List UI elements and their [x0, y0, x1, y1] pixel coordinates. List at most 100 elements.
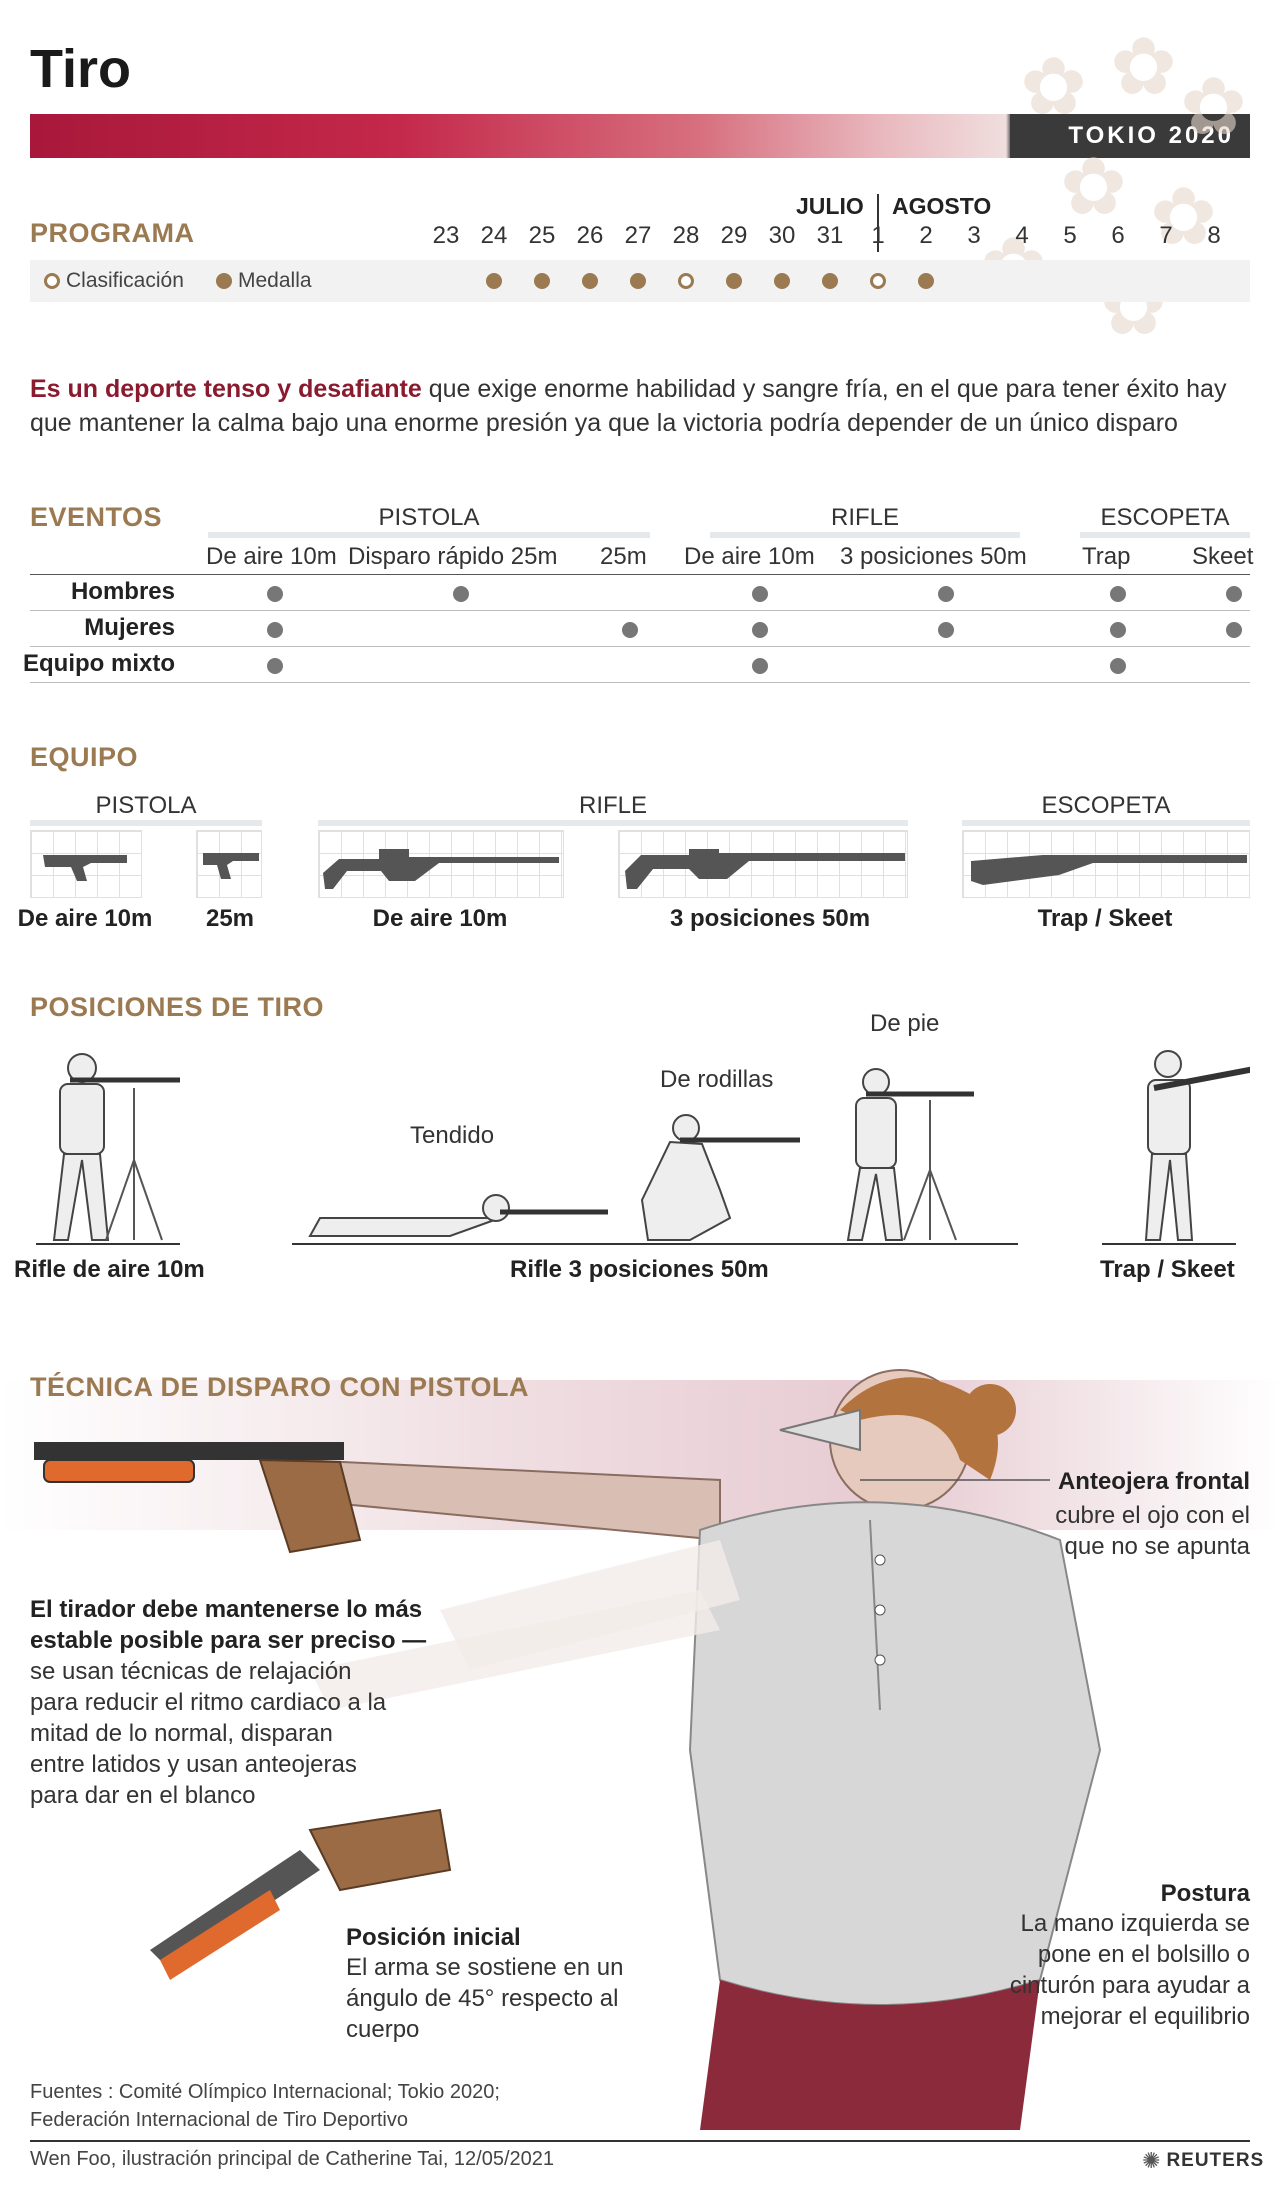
month-july: JULIO — [796, 193, 864, 219]
day-number: 24 — [480, 222, 508, 249]
eventos-category-rifle: RIFLE — [830, 504, 899, 531]
month-divider — [877, 194, 879, 252]
event-dot — [938, 586, 954, 602]
tirador-text: se usan técnicas de relajación para redu… — [30, 1658, 387, 1809]
postura-note: Postura La mano izquierda se pone en el … — [990, 1880, 1250, 2032]
event-col-0: De aire 10m — [206, 543, 337, 570]
event-dot — [752, 658, 768, 674]
posicion-inicial-title: Posición inicial — [346, 1924, 521, 1951]
cherry-blossom-icon: ✿ — [1020, 42, 1088, 131]
event-dot — [622, 622, 638, 638]
event-dot — [752, 586, 768, 602]
day-number: 7 — [1159, 222, 1173, 249]
category-line — [1080, 532, 1250, 538]
schedule-dots — [446, 273, 1266, 293]
table-rule — [30, 646, 1250, 647]
table-rule — [30, 610, 1250, 611]
equipo-heading: EQUIPO — [30, 742, 139, 772]
day-number: 26 — [576, 222, 604, 249]
programa-heading: PROGRAMA — [30, 218, 195, 248]
equipo-item-shotgun: Trap / Skeet — [1037, 905, 1173, 932]
intro-lead: Es un deporte tenso y desafiante — [30, 375, 422, 403]
event-col-1: Disparo rápido 25m — [348, 543, 558, 570]
medal-legend-dot — [216, 273, 232, 289]
pistol-icon — [203, 853, 259, 879]
cherry-blossom-icon: ✿ — [1180, 62, 1248, 151]
equipo-category-pistola: PISTOLA — [95, 792, 197, 819]
medal-dot — [726, 273, 742, 289]
tecnica-heading: TÉCNICA DE DISPARO CON PISTOLA — [30, 1372, 530, 1402]
postura-title: Postura — [1160, 1880, 1250, 1907]
day-number: 29 — [720, 222, 748, 249]
posicion-inicial-text: El arma se sostiene en un ángulo de 45° … — [346, 1954, 624, 2043]
position-bottom-trap-skeet: Trap / Skeet — [1100, 1256, 1235, 1283]
cherry-blossom-icon: ✿ — [1060, 142, 1128, 231]
reuters-logo: ✺ REUTERS — [1142, 2148, 1264, 2174]
medal-dot — [774, 273, 790, 289]
postura-text: La mano izquierda se pone en el bolsillo… — [1009, 1910, 1250, 2030]
medal-dot — [918, 273, 934, 289]
event-dot — [267, 658, 283, 674]
day-number: 30 — [768, 222, 796, 249]
day-number: 3 — [967, 222, 981, 249]
event-dot — [752, 622, 768, 638]
anteojera-text: cubre el ojo con el que no se apunta — [1055, 1502, 1250, 1560]
footer-rule — [30, 2140, 1250, 2142]
pistol-icon — [43, 855, 127, 881]
row-label-equipo-mixto: Equipo mixto — [23, 650, 175, 677]
cherry-blossom-icon: ✿ — [1150, 172, 1218, 261]
event-dot — [453, 586, 469, 602]
rifle-icon — [625, 849, 905, 889]
event-dot — [938, 622, 954, 638]
equipo-item-25m: 25m — [205, 905, 255, 932]
table-rule — [30, 574, 1250, 575]
page-title: Tiro — [30, 39, 132, 99]
event-tag: TOKIO 2020 — [1010, 114, 1250, 158]
intro-paragraph: Es un deporte tenso y desafiante que exi… — [30, 372, 1250, 440]
eventos-heading: EVENTOS — [30, 502, 163, 532]
medal-dot — [582, 273, 598, 289]
month-august: AGOSTO — [892, 193, 992, 219]
credit: Wen Foo, ilustración principal de Cather… — [30, 2148, 555, 2170]
day-number: 25 — [528, 222, 556, 249]
event-dot — [1226, 586, 1242, 602]
event-col-5: Trap — [1082, 543, 1131, 570]
posiciones-heading: POSICIONES DE TIRO — [30, 992, 325, 1022]
day-number: 1 — [871, 222, 885, 249]
category-line — [318, 820, 908, 826]
category-line — [208, 532, 650, 538]
eventos-category-escopeta: ESCOPETA — [1100, 504, 1230, 531]
air-rifle-image — [318, 830, 564, 898]
category-line — [30, 820, 262, 826]
day-number: 23 — [432, 222, 460, 249]
cherry-blossom-icon: ✿ — [1110, 22, 1178, 111]
day-number: 4 — [1015, 222, 1029, 249]
event-col-3: De aire 10m — [684, 543, 815, 570]
event-dot — [1226, 622, 1242, 638]
tirador-note: El tirador debe mantenerse lo más establ… — [30, 1594, 460, 1811]
event-col-6: Skeet — [1192, 543, 1254, 570]
event-dot — [1110, 658, 1126, 674]
day-number: 5 — [1063, 222, 1077, 249]
category-line — [962, 820, 1250, 826]
shotgun-image — [962, 830, 1250, 898]
day-number: 28 — [672, 222, 700, 249]
category-line — [710, 532, 1020, 538]
equipo-item-air-pistol: De aire 10m — [17, 905, 153, 932]
row-label-hombres: Hombres — [70, 578, 175, 605]
position-standing-label: De pie — [870, 1010, 940, 1037]
rifle-3pos-image — [618, 830, 908, 898]
event-col-4: 3 posiciones 50m — [840, 543, 1027, 570]
anteojera-title: Anteojera frontal — [1057, 1468, 1250, 1495]
medal-dot — [486, 273, 502, 289]
day-number: 31 — [816, 222, 844, 249]
pistol-25m-image — [196, 830, 262, 898]
day-number: 6 — [1111, 222, 1125, 249]
intro-rest: que exige enorme habilidad y sangre fría… — [30, 375, 1227, 437]
row-label-mujeres: Mujeres — [84, 614, 175, 641]
legend-classification: Clasificación — [66, 269, 184, 292]
day-number: 8 — [1207, 222, 1221, 249]
medal-dot — [534, 273, 550, 289]
equipo-category-escopeta: ESCOPETA — [1041, 792, 1171, 819]
eventos-category-pistola: PISTOLA — [378, 504, 480, 531]
